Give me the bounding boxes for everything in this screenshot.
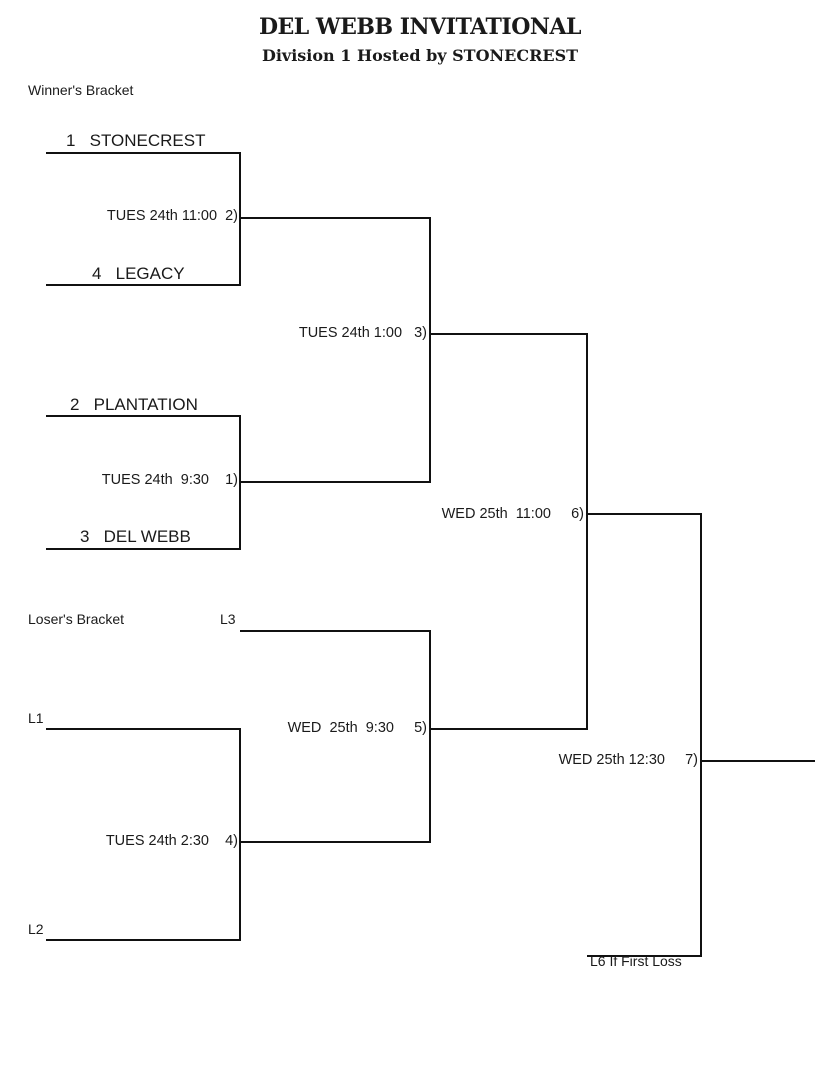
page-subtitle: Division 1 Hosted by STONECREST: [261, 46, 579, 65]
bracket-line: [239, 728, 241, 941]
bracket-line: [239, 217, 431, 219]
bracket-line: [46, 939, 241, 941]
winners-bracket-label: Winner's Bracket: [28, 82, 134, 98]
game-3-label: TUES 24th 1:00 3): [298, 325, 427, 341]
bracket-line: [586, 333, 588, 730]
bracket-line: [46, 548, 241, 550]
bracket-line: [239, 152, 241, 286]
game-1-label: TUES 24th 9:30 1): [101, 472, 238, 488]
bracket-line: [587, 955, 702, 957]
bracket-line: [46, 152, 241, 154]
bracket-line: [700, 760, 815, 762]
bracket-line: [586, 513, 702, 515]
bracket-line: [46, 415, 241, 417]
page-title: DEL WEBB INVITATIONAL: [258, 14, 582, 40]
bracket-line: [46, 284, 241, 286]
bracket-line: [240, 630, 431, 632]
loser-slot-l1: L1: [28, 710, 44, 726]
losers-bracket-label: Loser's Bracket: [28, 611, 125, 627]
team-slot-stonecrest: 1 STONECREST: [66, 131, 206, 150]
game-4-label: TUES 24th 2:30 4): [105, 833, 238, 849]
game-5-label: WED 25th 9:30 5): [287, 720, 427, 736]
bracket-line: [239, 841, 431, 843]
team-slot-legacy: 4 LEGACY: [92, 264, 185, 283]
bracket-line: [46, 728, 241, 730]
final-note: L6 If First Loss: [590, 953, 682, 969]
bracket-line: [429, 630, 431, 843]
game-7-label: WED 25th 12:30 7): [558, 752, 698, 768]
bracket-line: [239, 481, 431, 483]
game-2-label: TUES 24th 11:00 2): [106, 208, 238, 224]
bracket-line: [429, 728, 588, 730]
loser-slot-l2: L2: [28, 921, 44, 937]
bracket-line: [429, 217, 431, 483]
loser-slot-l3: L3: [220, 611, 236, 627]
team-slot-del-webb: 3 DEL WEBB: [80, 527, 191, 546]
bracket-line: [429, 333, 588, 335]
bracket-line: [700, 513, 702, 957]
team-slot-plantation: 2 PLANTATION: [70, 395, 198, 414]
game-6-label: WED 25th 11:00 6): [441, 506, 584, 522]
